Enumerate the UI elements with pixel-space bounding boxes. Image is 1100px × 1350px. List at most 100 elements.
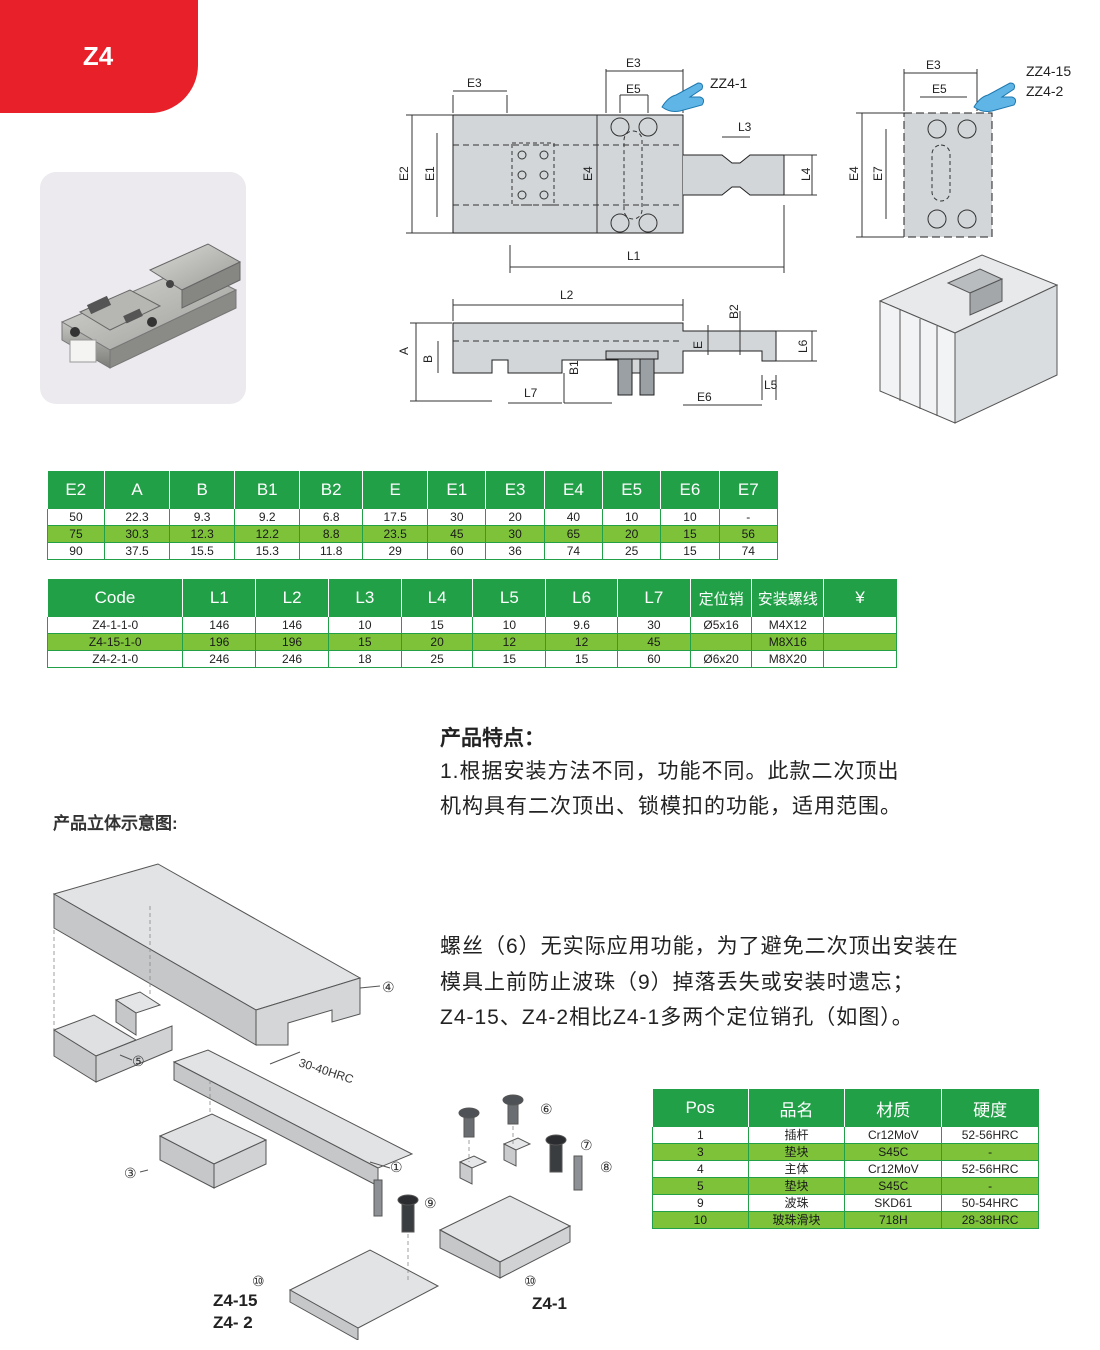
table-row: 3 垫块 S45C - xyxy=(652,1143,1039,1161)
cell: 15 xyxy=(400,617,473,634)
cell: M8X16 xyxy=(751,633,824,651)
dim-e5-side-label: E5 xyxy=(932,82,947,96)
cell: 25 xyxy=(400,650,473,668)
model-badge: Z4 xyxy=(0,0,198,113)
cell: S45C xyxy=(844,1143,942,1161)
callout-3: ③ xyxy=(124,1165,137,1181)
cell: 波珠 xyxy=(747,1194,845,1212)
cell: 52-56HRC xyxy=(941,1160,1039,1178)
col-e4: E4 xyxy=(544,471,604,509)
cell: 246 xyxy=(182,650,256,668)
cell: 15.5 xyxy=(169,542,235,560)
dim-l7-label: L7 xyxy=(524,386,538,400)
col-material: 材质 xyxy=(844,1089,943,1127)
cell: 20 xyxy=(485,509,545,526)
features-line-1: 1.根据安装方法不同，功能不同。此款二次顶出 xyxy=(440,760,900,783)
cell: 60 xyxy=(427,542,486,560)
dim-l5-label: L5 xyxy=(764,378,778,392)
cell: 28-38HRC xyxy=(941,1211,1039,1229)
callout-7: ⑦ xyxy=(580,1137,593,1153)
dim-b1-label: B1 xyxy=(567,360,581,375)
cell: Z4-15-1-0 xyxy=(46,633,183,651)
dim-e4-side-label: E4 xyxy=(847,166,861,181)
cell: Z4-1-1-0 xyxy=(46,617,183,634)
callout-6: ⑥ xyxy=(540,1101,553,1117)
cell: 6.8 xyxy=(299,509,363,526)
dim-e3-side-label: E3 xyxy=(926,58,941,72)
col-e2: E2 xyxy=(47,471,105,509)
col-l2: L2 xyxy=(255,579,329,617)
cell: - xyxy=(941,1177,1039,1195)
cell: 60 xyxy=(616,650,691,668)
col-price: ¥ xyxy=(823,579,897,617)
cell: 10 xyxy=(602,509,661,526)
features-line-2: 机构具有二次顶出、锁模扣的功能，适用范围。 xyxy=(440,795,902,818)
cell: 玻珠滑块 xyxy=(747,1211,845,1229)
cell: 10 xyxy=(660,509,720,526)
callout-10-right: ⑩ xyxy=(524,1273,537,1289)
materials-table: Pos 品名 材质 硬度 1 插杆 Cr12MoV 52-56HRC 3 垫块 … xyxy=(652,1089,1039,1229)
cell: M4X12 xyxy=(751,617,824,634)
cell: 196 xyxy=(182,633,256,651)
cell xyxy=(823,617,897,634)
cell: 36 xyxy=(485,542,545,560)
callout-4: ④ xyxy=(382,979,395,995)
cell: 9 xyxy=(652,1194,749,1212)
features-line-4: 模具上前防止波珠（9）掉落丢失或安装时遗忘； xyxy=(440,971,915,994)
caption-z4-2: Z4- 2 xyxy=(213,1313,253,1332)
pointing-hand-icon-2 xyxy=(973,82,1017,112)
cell: 5 xyxy=(652,1177,749,1195)
cell: 10 xyxy=(472,617,546,634)
dim-e1-label: E1 xyxy=(423,166,437,181)
cell: 146 xyxy=(182,617,256,634)
cell: 15 xyxy=(472,650,546,668)
cell: Ø5x16 xyxy=(689,617,752,634)
code-table: Code L1 L2 L3 L4 L5 L6 L7 定位销 安装螺线 ¥ Z4-… xyxy=(46,579,897,668)
callout-10-left: ⑩ xyxy=(252,1273,265,1289)
col-e7: E7 xyxy=(719,471,779,509)
table-row: Z4-1-1-0 146 146 10 15 10 9.6 30 Ø5x16 M… xyxy=(46,617,897,634)
exploded-diagram-title: 产品立体示意图: xyxy=(53,814,178,833)
cell: 20 xyxy=(602,525,661,543)
cell: 15 xyxy=(660,542,720,560)
callout-zz4-15: ZZ4-15 xyxy=(1026,63,1071,79)
caption-z4-15: Z4-15 xyxy=(213,1291,258,1310)
cell: 74 xyxy=(718,542,779,560)
features-line-3: 螺丝（6）无实际应用功能，为了避免二次顶出安装在 xyxy=(440,935,959,958)
dim-e-label: E xyxy=(691,341,705,349)
cell: 15 xyxy=(545,650,618,668)
cell: 75 xyxy=(47,525,105,543)
dim-e5-label: E5 xyxy=(626,82,641,96)
dim-e7-label: E7 xyxy=(871,166,885,181)
cell: 246 xyxy=(255,650,329,668)
dim-l2-label: L2 xyxy=(560,288,574,302)
col-e6: E6 xyxy=(660,471,720,509)
technical-drawing: E3 E3 E5 E2 E1 E4 L1 L3 L4 E3 E5 E4 E7 L… xyxy=(397,56,1071,424)
cell: 22.3 xyxy=(103,509,170,526)
cell: 45 xyxy=(616,633,691,651)
col-mounting-screw: 安装螺线 xyxy=(751,579,825,617)
cell: 插杆 xyxy=(747,1127,845,1144)
dim-l4-label: L4 xyxy=(799,167,813,181)
cell: 17.5 xyxy=(362,509,428,526)
cell: 50-54HRC xyxy=(941,1194,1039,1212)
cell: 1 xyxy=(652,1127,749,1144)
cell: 10 xyxy=(652,1211,749,1229)
dimension-table: E2 A B B1 B2 E E1 E3 E4 E5 E6 E7 50 22.3… xyxy=(47,471,779,560)
cell: 196 xyxy=(255,633,329,651)
dim-l1-label: L1 xyxy=(627,249,641,263)
col-code: Code xyxy=(47,579,184,617)
cell: 56 xyxy=(718,525,779,543)
cell: M8X20 xyxy=(751,650,824,668)
cell: 25 xyxy=(602,542,661,560)
col-e: E xyxy=(362,471,429,509)
callout-5: ⑤ xyxy=(132,1053,145,1069)
dim-e2-label: E2 xyxy=(397,166,411,181)
cell: 90 xyxy=(47,542,105,560)
cell: 37.5 xyxy=(103,542,170,560)
callout-zz4-1: ZZ4-1 xyxy=(710,75,748,91)
cell xyxy=(823,633,897,651)
cell: Cr12MoV xyxy=(844,1127,942,1144)
col-b: B xyxy=(169,471,236,509)
cell: 垫块 xyxy=(747,1143,845,1161)
